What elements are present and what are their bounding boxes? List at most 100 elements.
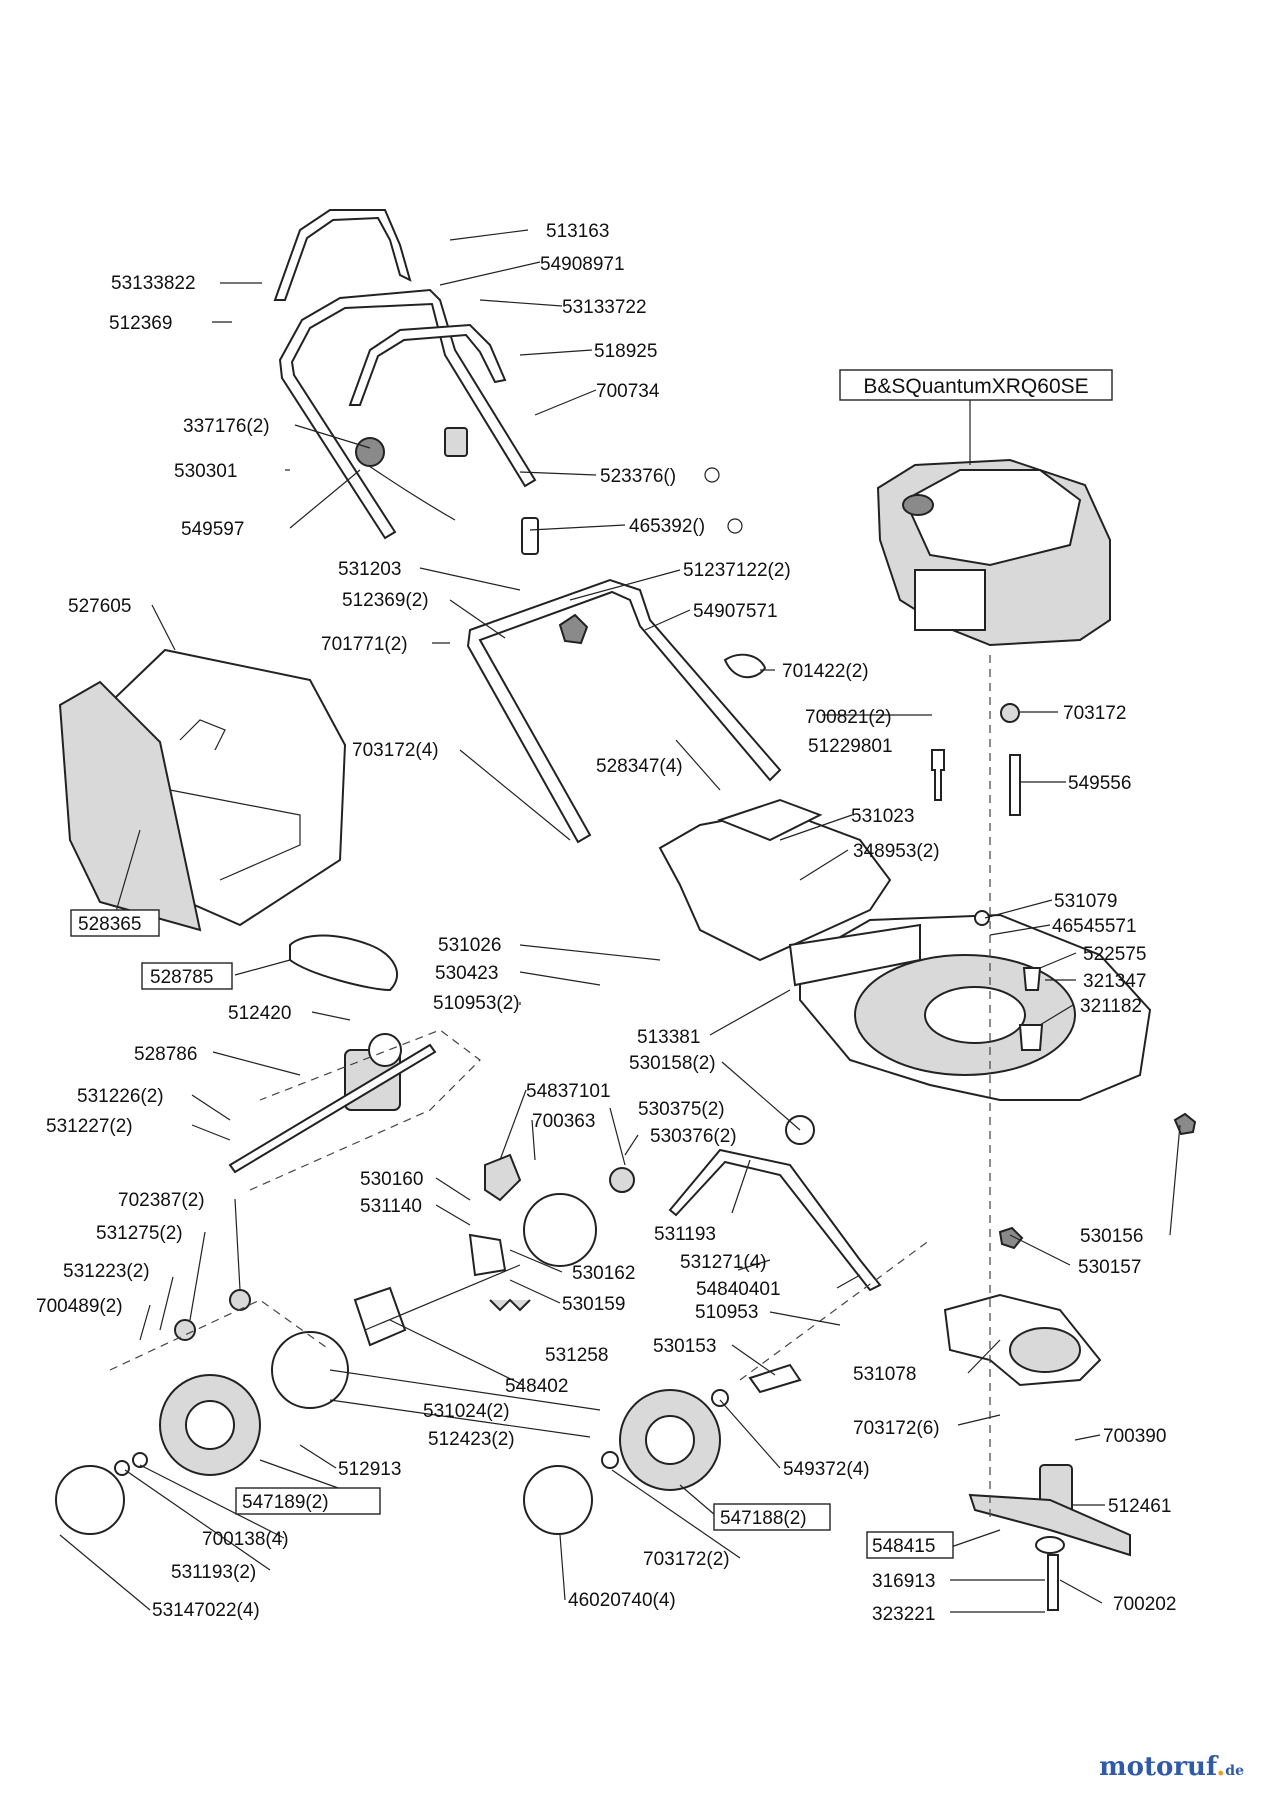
drive-axle-part [228, 1043, 437, 1174]
nut-531079-part [974, 910, 990, 926]
callout-46020740: 46020740(4) [568, 1590, 676, 1611]
height-plate-part [484, 1153, 522, 1202]
cable-clip-icon [727, 518, 743, 534]
callout-54840401: 54840401 [696, 1279, 781, 1300]
callout-547189: 547189(2) [242, 1492, 329, 1513]
spring-702387-part [229, 1289, 251, 1311]
lower-handle-part [466, 578, 782, 844]
fitting-321182-part [1018, 1024, 1044, 1051]
nut-703172-part [601, 1451, 619, 1469]
callout-512369: 512369 [109, 313, 172, 334]
deck-hub-part [924, 986, 1026, 1044]
callout-531024: 531024(2) [423, 1401, 510, 1422]
star-knob-part [558, 613, 589, 645]
fitting-321347-part [1022, 967, 1042, 991]
callout-530153: 530153 [653, 1336, 716, 1357]
callout-530158: 530158(2) [629, 1053, 716, 1074]
cable-clip-part [723, 653, 767, 679]
deflector-top-part [717, 798, 823, 842]
callout-530157: 530157 [1078, 1257, 1141, 1278]
callout-510953-2: 510953(2) [433, 993, 520, 1014]
callout-518925: 518925 [594, 341, 657, 362]
callout-530375: 530375(2) [638, 1099, 725, 1120]
nut-700138-part [132, 1452, 148, 1468]
box-528785 [141, 962, 233, 990]
callout-701422: 701422(2) [782, 661, 869, 682]
callout-531193: 531193 [654, 1224, 716, 1245]
callout-548402: 548402 [505, 1376, 568, 1397]
callout-465392: 465392() [629, 516, 705, 537]
grass-catcher-handle [179, 719, 226, 751]
callout-700363: 700363 [532, 1111, 595, 1132]
callout-348953: 348953(2) [853, 841, 940, 862]
inner-bail-part [348, 323, 507, 406]
callout-700734: 700734 [596, 381, 660, 402]
callout-530159: 530159 [562, 1294, 625, 1315]
callout-51229801: 51229801 [808, 736, 893, 757]
callout-531226: 531226(2) [77, 1086, 164, 1107]
callout-702387: 702387(2) [118, 1190, 205, 1211]
upper-bail-part [273, 209, 412, 301]
callout-530301: 530301 [174, 461, 237, 482]
callout-531227: 531227(2) [46, 1116, 133, 1137]
callout-530423: 530423 [435, 963, 498, 984]
callout-703172-a: 703172 [1063, 703, 1126, 724]
clip-530157-part [998, 1226, 1024, 1250]
callout-523376: 523376() [600, 466, 676, 487]
watermark-logo: motoruf.de [1099, 1752, 1244, 1782]
callout-513381: 513381 [637, 1027, 700, 1048]
box-547189 [235, 1487, 381, 1515]
callout-549372: 549372(4) [783, 1459, 870, 1480]
spring-531258-part [489, 1298, 531, 1312]
callout-700390: 700390 [1103, 1426, 1166, 1447]
wheel-disc-512423-part [271, 1331, 349, 1409]
watermark-brand: motoruf [1099, 1752, 1217, 1782]
callout-531271: 531271(4) [680, 1252, 767, 1273]
callout-512913: 512913 [338, 1459, 401, 1480]
callout-530160: 530160 [360, 1169, 423, 1190]
callout-531140: 531140 [360, 1196, 422, 1217]
hubcap-front-part [523, 1465, 593, 1535]
callout-54907571: 54907571 [693, 601, 778, 622]
boxed-labels [70, 369, 1113, 1559]
callout-337176: 337176(2) [183, 416, 270, 437]
callout-531078: 531078 [853, 1364, 916, 1385]
callout-labels: B&SQuantumXRQ60SE 513163 53133822 549089… [36, 221, 1176, 1625]
callout-321347: 321347 [1083, 971, 1146, 992]
callout-512423: 512423(2) [428, 1429, 515, 1450]
upper-handle-part [278, 288, 537, 540]
watermark-tld: de [1225, 1763, 1244, 1779]
callout-528347: 528347(4) [596, 756, 683, 777]
callout-700202: 700202 [1113, 1594, 1176, 1615]
callout-700138: 700138(4) [202, 1529, 289, 1550]
box-528365 [70, 909, 160, 937]
callout-531026: 531026 [438, 935, 501, 956]
callout-53133822: 53133822 [111, 273, 196, 294]
rear-flap-part [788, 923, 921, 987]
engine-nut-part [1000, 703, 1020, 723]
callout-323221: 323221 [872, 1604, 935, 1625]
callout-54908971: 54908971 [540, 254, 625, 275]
callout-53147022: 53147022(4) [152, 1600, 260, 1621]
callout-51237122: 51237122(2) [683, 560, 791, 581]
washer-549372-part [711, 1389, 729, 1407]
callout-512461: 512461 [1108, 1496, 1171, 1517]
callout-530376: 530376(2) [650, 1126, 737, 1147]
callout-316913: 316913 [872, 1571, 935, 1592]
wheel-front-hub [645, 1415, 695, 1465]
engine-label-box [839, 369, 1113, 401]
callout-531023: 531023 [851, 806, 914, 827]
callout-530156: 530156 [1080, 1226, 1143, 1247]
box-547188 [713, 1503, 831, 1531]
blade-cover-ring-part [1009, 1327, 1081, 1373]
parts-drawing [55, 209, 1197, 1611]
spring-clip-icon [704, 467, 720, 483]
watermark-dot: . [1216, 1752, 1226, 1782]
handle-knob-part [355, 437, 385, 467]
guide-front [739, 1239, 931, 1381]
leader-lines [59, 229, 1181, 1613]
guide-drive [249, 1029, 481, 1191]
grass-catcher-bag [58, 680, 202, 932]
rear-lever-part [468, 1233, 507, 1277]
callout-53133722: 53133722 [562, 297, 647, 318]
